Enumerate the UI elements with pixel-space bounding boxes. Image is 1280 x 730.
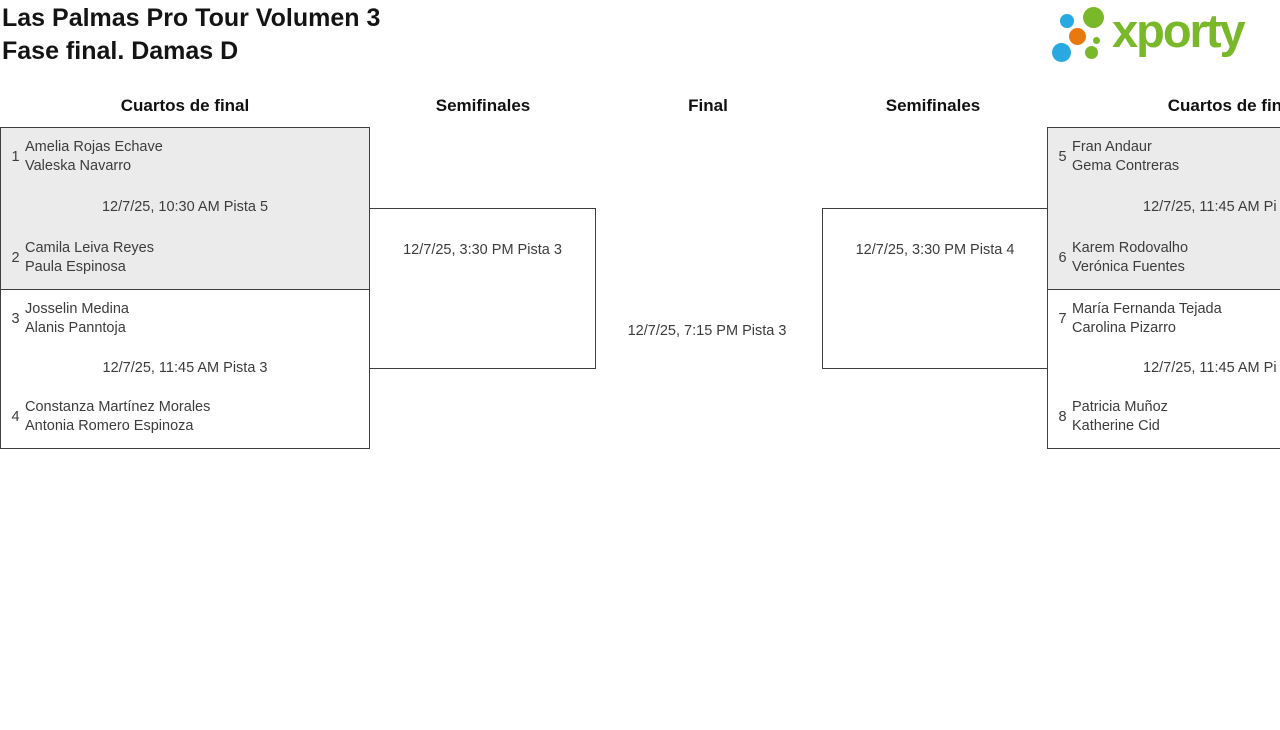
logo-dot-icon	[1052, 43, 1071, 62]
player-name: Constanza Martínez Morales	[25, 399, 211, 415]
team-entry: 1 Amelia Rojas Echave Valeska Navarro	[1, 138, 369, 176]
team-entry: 8 Patricia Muñoz Katherine Cid	[1048, 398, 1280, 436]
team-entry: 5 Fran Andaur Gema Contreras	[1048, 138, 1280, 176]
seed-number: 8	[1058, 409, 1067, 425]
player-name: Antonia Romero Espinoza	[25, 418, 194, 434]
team-players: Patricia Muñoz Katherine Cid	[1072, 398, 1168, 436]
final-match-schedule: 12/7/25, 7:15 PM Pista 3	[627, 323, 787, 339]
page-title: Las Palmas Pro Tour Volumen 3 Fase final…	[2, 2, 380, 68]
round-header-quarterfinals-left: Cuartos de final	[120, 96, 250, 115]
phase-name: Fase final. Damas D	[2, 37, 239, 65]
round-header-semifinals-left: Semifinales	[435, 96, 531, 115]
team-entry: 3 Josselin Medina Alanis Panntoja	[1, 300, 369, 338]
logo-dot-icon	[1093, 37, 1100, 44]
team-entry: 6 Karem Rodovalho Verónica Fuentes	[1048, 239, 1280, 277]
match-semifinal-2[interactable]: 12/7/25, 3:30 PM Pista 4	[822, 208, 1048, 369]
seed-number: 5	[1058, 149, 1067, 165]
match-schedule: 12/7/25, 3:30 PM Pista 3	[403, 242, 562, 258]
match-quarterfinal-4[interactable]: 7 María Fernanda Tejada Carolina Pizarro…	[1047, 289, 1280, 449]
match-schedule: 12/7/25, 10:30 AM Pista 5	[101, 199, 269, 215]
match-semifinal-1[interactable]: 12/7/25, 3:30 PM Pista 3	[369, 208, 596, 369]
round-header-final: Final	[688, 96, 728, 115]
team-players: María Fernanda Tejada Carolina Pizarro	[1072, 300, 1222, 338]
tournament-name: Las Palmas Pro Tour Volumen 3	[2, 4, 381, 32]
team-players: Camila Leiva Reyes Paula Espinosa	[25, 239, 154, 277]
team-entry: 7 María Fernanda Tejada Carolina Pizarro	[1048, 300, 1280, 338]
player-name: Josselin Medina	[25, 301, 129, 317]
match-schedule: 12/7/25, 11:45 AM Pista 3	[102, 359, 268, 376]
match-schedule: 12/7/25, 11:45 AM Pi	[1143, 359, 1277, 376]
logo-dot-icon	[1083, 7, 1104, 28]
player-name: Alanis Panntoja	[25, 320, 126, 336]
seed-number: 7	[1058, 311, 1067, 327]
team-players: Constanza Martínez Morales Antonia Romer…	[25, 398, 210, 436]
match-schedule: 12/7/25, 3:30 PM Pista 4	[855, 242, 1015, 258]
team-players: Josselin Medina Alanis Panntoja	[25, 300, 129, 338]
player-name: Fran Andaur	[1072, 139, 1152, 155]
player-name: Amelia Rojas Echave	[25, 139, 163, 155]
seed-number: 3	[11, 311, 20, 327]
round-header-semifinals-right: Semifinales	[885, 96, 981, 115]
player-name: Camila Leiva Reyes	[25, 240, 154, 256]
seed-number: 1	[11, 149, 20, 165]
logo-wordmark: xporty	[1112, 4, 1246, 57]
seed-number: 2	[11, 250, 20, 266]
round-header-quarterfinals-right: Cuartos de final	[1167, 96, 1280, 115]
seed-number: 4	[11, 409, 20, 425]
team-players: Karem Rodovalho Verónica Fuentes	[1072, 239, 1188, 277]
logo-dot-icon	[1069, 28, 1086, 45]
player-name: Verónica Fuentes	[1072, 259, 1185, 275]
match-quarterfinal-1[interactable]: 1 Amelia Rojas Echave Valeska Navarro 12…	[0, 127, 370, 290]
player-name: Patricia Muñoz	[1072, 399, 1168, 415]
team-entry: 2 Camila Leiva Reyes Paula Espinosa	[1, 239, 369, 277]
player-name: Valeska Navarro	[25, 158, 132, 174]
player-name: Katherine Cid	[1072, 418, 1160, 434]
match-schedule: 12/7/25, 11:45 AM Pi	[1143, 199, 1277, 215]
logo-dot-icon	[1085, 46, 1098, 59]
team-players: Amelia Rojas Echave Valeska Navarro	[25, 138, 163, 176]
logo-dot-icon	[1060, 14, 1074, 28]
match-quarterfinal-2[interactable]: 3 Josselin Medina Alanis Panntoja 12/7/2…	[0, 289, 370, 449]
match-quarterfinal-3[interactable]: 5 Fran Andaur Gema Contreras 12/7/25, 11…	[1047, 127, 1280, 290]
team-entry: 4 Constanza Martínez Morales Antonia Rom…	[1, 398, 369, 436]
player-name: Carolina Pizarro	[1072, 320, 1176, 336]
player-name: Gema Contreras	[1072, 158, 1180, 174]
team-players: Fran Andaur Gema Contreras	[1072, 138, 1179, 176]
player-name: Paula Espinosa	[25, 259, 126, 275]
player-name: Karem Rodovalho	[1072, 240, 1189, 256]
player-name: María Fernanda Tejada	[1072, 301, 1222, 317]
seed-number: 6	[1058, 250, 1067, 266]
